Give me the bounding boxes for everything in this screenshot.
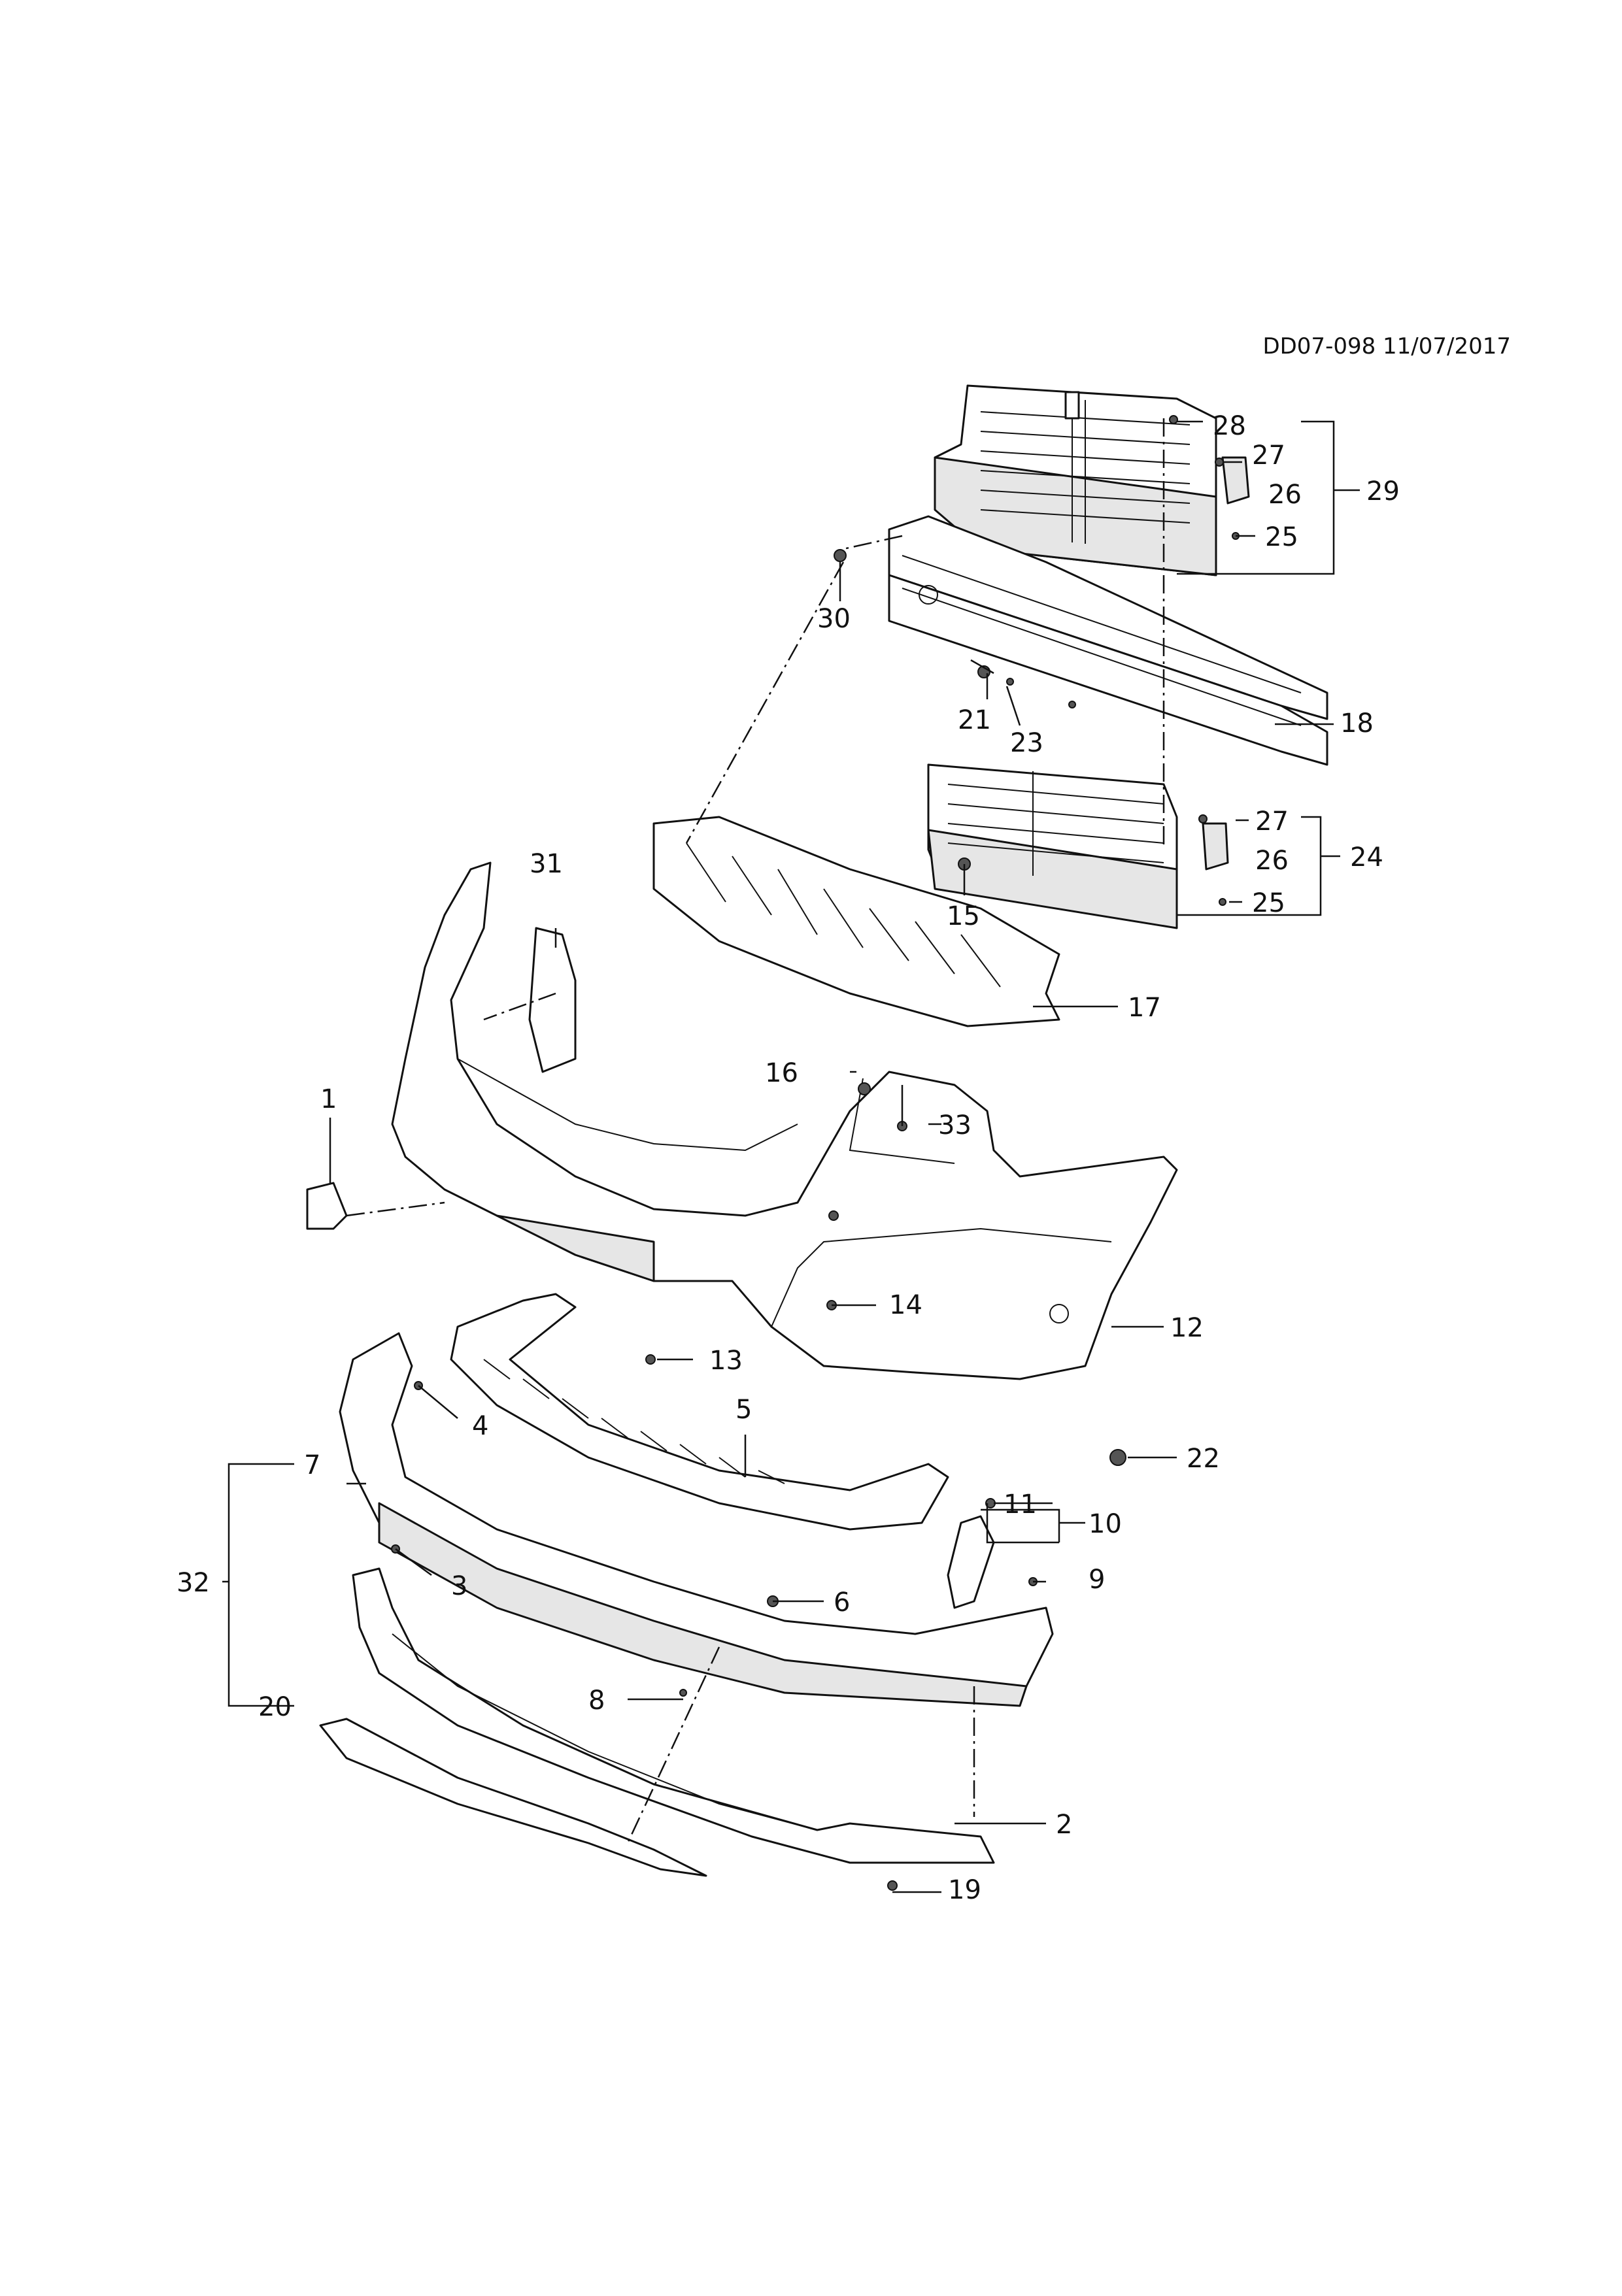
callout-9: 9 [1089, 1565, 1105, 1595]
bumper-fascia [391, 861, 1178, 1380]
lower-lip [319, 1718, 707, 1877]
callout-25b: 25 [1252, 888, 1285, 918]
callout-11: 11 [1004, 1489, 1037, 1520]
callout-20: 20 [258, 1692, 292, 1722]
callout-13: 13 [709, 1346, 743, 1376]
callout-12: 12 [1170, 1313, 1204, 1343]
callout-26b: 26 [1255, 846, 1289, 876]
callout-33: 33 [938, 1110, 972, 1140]
callout-25a: 25 [1265, 522, 1298, 552]
side-deflector [947, 1515, 995, 1609]
callout-27b: 27 [1255, 807, 1289, 837]
callout-3: 3 [451, 1571, 467, 1601]
callout-18: 18 [1340, 708, 1374, 739]
callout-14: 14 [889, 1290, 922, 1320]
lower-grille-shutter [927, 763, 1178, 929]
callout-5: 5 [735, 1395, 752, 1425]
impact-beam [888, 515, 1328, 766]
document-reference: DD07-098 11/07/2017 [1262, 333, 1511, 359]
callout-2: 2 [1056, 1810, 1072, 1840]
callout-8: 8 [588, 1686, 605, 1716]
tow-hook-cover [306, 1182, 348, 1230]
callout-26a: 26 [1268, 480, 1302, 510]
callout-labels: 1 2 3 4 5 6 7 8 9 10 11 12 13 14 15 16 1… [177, 411, 1400, 1905]
actuator-upper [1221, 456, 1250, 505]
callout-29: 29 [1366, 476, 1400, 507]
callout-21: 21 [958, 705, 991, 735]
group-brackets [222, 420, 1360, 1707]
callout-28: 28 [1213, 411, 1246, 441]
bracket-31 [528, 927, 577, 1073]
actuator-lower [1202, 822, 1229, 871]
lower-bumper [339, 1332, 1054, 1707]
callout-19: 19 [948, 1875, 981, 1905]
callout-17: 17 [1128, 993, 1161, 1023]
leader-lines [329, 420, 1334, 1893]
callout-22: 22 [1187, 1444, 1220, 1474]
callout-27a: 27 [1252, 441, 1285, 471]
callout-1: 1 [320, 1084, 337, 1114]
callout-15: 15 [947, 901, 980, 931]
callout-6: 6 [834, 1588, 850, 1618]
lower-reinforcement [450, 1293, 949, 1531]
skid-plate [352, 1567, 995, 1864]
callout-7: 7 [304, 1450, 320, 1480]
callout-30: 30 [817, 604, 851, 634]
callout-32: 32 [177, 1568, 210, 1598]
callout-16: 16 [765, 1058, 798, 1088]
alignment-lines [346, 418, 1165, 1844]
callout-10: 10 [1089, 1509, 1122, 1539]
callout-24: 24 [1350, 842, 1383, 873]
callout-4: 4 [472, 1411, 488, 1441]
callout-31: 31 [530, 849, 563, 879]
callout-23: 23 [1010, 728, 1043, 758]
